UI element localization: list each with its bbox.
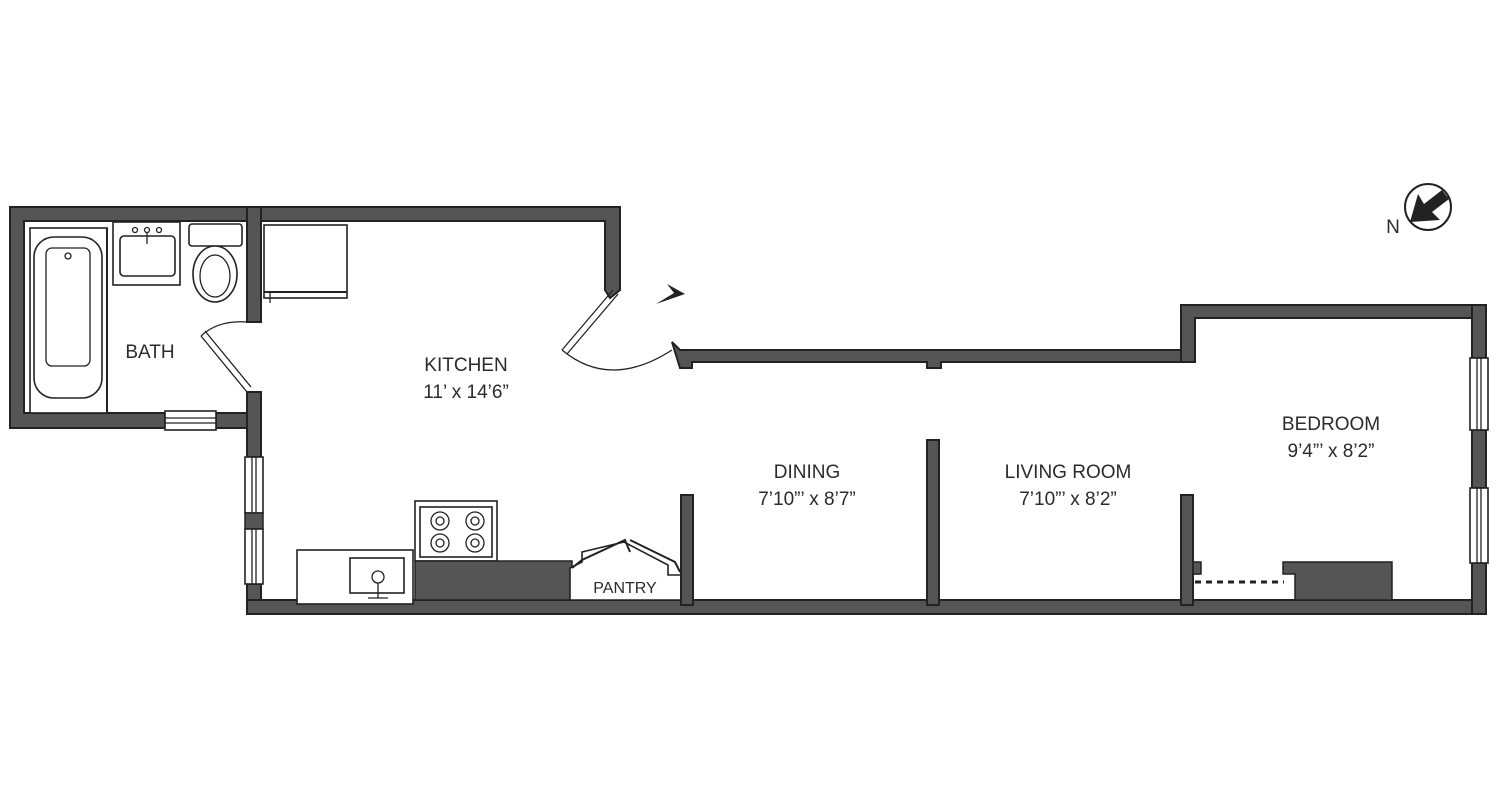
closet xyxy=(1192,561,1393,601)
stove xyxy=(414,500,498,562)
compass-label: N xyxy=(1386,217,1400,238)
refrigerator xyxy=(263,224,348,303)
bedroom-label: BEDROOM xyxy=(1282,414,1380,435)
kitchen-counter xyxy=(414,560,573,601)
bathroom-door xyxy=(200,321,252,393)
toilet xyxy=(188,223,243,303)
north-walls xyxy=(671,304,1487,369)
bath-label: BATH xyxy=(125,342,174,363)
living-room-dimensions: 7’10”’ x 8’2” xyxy=(1019,489,1117,510)
bathroom-window xyxy=(164,410,217,431)
north-arrow-icon xyxy=(1410,190,1449,222)
kitchen-dimensions: 11’ x 14’6” xyxy=(423,382,509,403)
bedroom-walls xyxy=(1471,304,1487,615)
pantry-label: PANTRY xyxy=(593,580,657,597)
bathroom-sink xyxy=(112,221,181,286)
bedroom-dimensions: 9’4”’ x 8’2” xyxy=(1288,441,1375,462)
bathtub xyxy=(29,227,108,414)
entry-door xyxy=(561,289,673,371)
entry-arrow-icon xyxy=(656,284,685,304)
kitchen-label: KITCHEN xyxy=(424,355,507,376)
bedroom-windows xyxy=(1469,357,1489,564)
dining-dimensions: 7’10”’ x 8’7” xyxy=(758,489,856,510)
living-room-label: LIVING ROOM xyxy=(1005,462,1132,483)
kitchen-windows xyxy=(244,456,264,585)
compass: N xyxy=(1386,183,1452,238)
interior-walls xyxy=(680,439,1194,606)
kitchen-sink xyxy=(296,549,414,605)
dining-label: DINING xyxy=(774,462,841,483)
